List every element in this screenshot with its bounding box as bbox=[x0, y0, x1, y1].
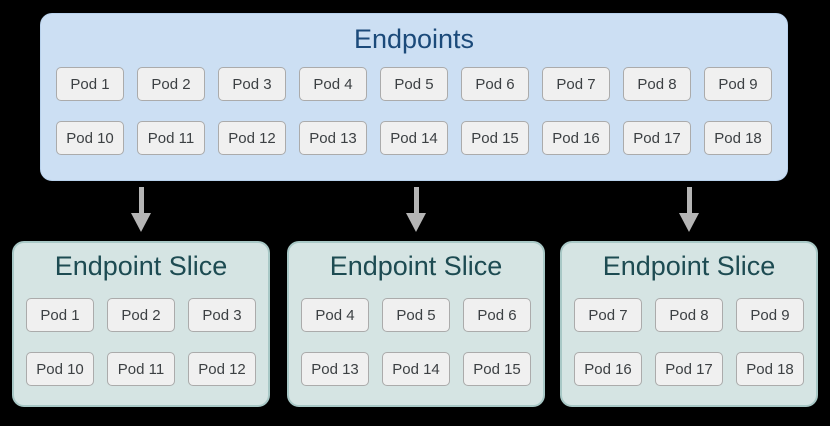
pod-chip: Pod 4 bbox=[299, 67, 367, 101]
slice-pod-row-1: Pod 7 Pod 8 Pod 9 bbox=[562, 298, 816, 332]
slice-pod-row-2: Pod 10 Pod 11 Pod 12 bbox=[14, 352, 268, 386]
pod-chip: Pod 17 bbox=[655, 352, 723, 386]
pod-chip: Pod 8 bbox=[623, 67, 691, 101]
pod-chip: Pod 1 bbox=[26, 298, 94, 332]
arrow-head bbox=[406, 213, 426, 232]
arrow-head bbox=[131, 213, 151, 232]
pod-chip: Pod 11 bbox=[137, 121, 205, 155]
down-arrow-icon bbox=[131, 187, 151, 232]
pod-chip: Pod 6 bbox=[461, 67, 529, 101]
pod-chip: Pod 1 bbox=[56, 67, 124, 101]
pod-chip: Pod 9 bbox=[736, 298, 804, 332]
pod-chip: Pod 9 bbox=[704, 67, 772, 101]
pod-chip: Pod 15 bbox=[463, 352, 531, 386]
endpoint-slice-box-3: Endpoint Slice Pod 7 Pod 8 Pod 9 Pod 16 … bbox=[560, 241, 818, 407]
pod-chip: Pod 16 bbox=[542, 121, 610, 155]
endpoint-slice-title: Endpoint Slice bbox=[54, 251, 228, 281]
down-arrow-icon bbox=[406, 187, 426, 232]
endpoint-slice-title: Endpoint Slice bbox=[602, 251, 776, 281]
pod-chip: Pod 12 bbox=[218, 121, 286, 155]
endpoint-slice-title: Endpoint Slice bbox=[329, 251, 503, 281]
endpoints-pod-row-1: Pod 1 Pod 2 Pod 3 Pod 4 Pod 5 Pod 6 Pod … bbox=[41, 67, 787, 101]
pod-chip: Pod 2 bbox=[107, 298, 175, 332]
pod-chip: Pod 18 bbox=[736, 352, 804, 386]
pod-chip: Pod 3 bbox=[218, 67, 286, 101]
pod-chip: Pod 17 bbox=[623, 121, 691, 155]
pod-chip: Pod 10 bbox=[56, 121, 124, 155]
arrow-shaft bbox=[686, 187, 692, 213]
pod-chip: Pod 18 bbox=[704, 121, 772, 155]
pod-chip: Pod 8 bbox=[655, 298, 723, 332]
pod-chip: Pod 3 bbox=[188, 298, 256, 332]
pod-chip: Pod 13 bbox=[301, 352, 369, 386]
arrow-shaft bbox=[413, 187, 419, 213]
pod-chip: Pod 12 bbox=[188, 352, 256, 386]
pod-chip: Pod 6 bbox=[463, 298, 531, 332]
pod-chip: Pod 15 bbox=[461, 121, 529, 155]
pod-chip: Pod 16 bbox=[574, 352, 642, 386]
endpoints-pod-row-2: Pod 10 Pod 11 Pod 12 Pod 13 Pod 14 Pod 1… bbox=[41, 121, 787, 155]
pod-chip: Pod 7 bbox=[542, 67, 610, 101]
endpoints-title: Endpoints bbox=[353, 24, 475, 54]
endpoint-slice-box-1: Endpoint Slice Pod 1 Pod 2 Pod 3 Pod 10 … bbox=[12, 241, 270, 407]
pod-chip: Pod 5 bbox=[382, 298, 450, 332]
pod-chip: Pod 14 bbox=[382, 352, 450, 386]
slice-pod-row-1: Pod 1 Pod 2 Pod 3 bbox=[14, 298, 268, 332]
endpoints-box: Endpoints Pod 1 Pod 2 Pod 3 Pod 4 Pod 5 … bbox=[40, 13, 788, 181]
arrow-shaft bbox=[138, 187, 144, 213]
pod-chip: Pod 7 bbox=[574, 298, 642, 332]
pod-chip: Pod 11 bbox=[107, 352, 175, 386]
arrow-head bbox=[679, 213, 699, 232]
slice-pod-row-1: Pod 4 Pod 5 Pod 6 bbox=[289, 298, 543, 332]
slice-pod-row-2: Pod 16 Pod 17 Pod 18 bbox=[562, 352, 816, 386]
down-arrow-icon bbox=[679, 187, 699, 232]
pod-chip: Pod 10 bbox=[26, 352, 94, 386]
slice-pod-row-2: Pod 13 Pod 14 Pod 15 bbox=[289, 352, 543, 386]
pod-chip: Pod 13 bbox=[299, 121, 367, 155]
endpoint-slice-box-2: Endpoint Slice Pod 4 Pod 5 Pod 6 Pod 13 … bbox=[287, 241, 545, 407]
pod-chip: Pod 14 bbox=[380, 121, 448, 155]
pod-chip: Pod 4 bbox=[301, 298, 369, 332]
pod-chip: Pod 2 bbox=[137, 67, 205, 101]
pod-chip: Pod 5 bbox=[380, 67, 448, 101]
